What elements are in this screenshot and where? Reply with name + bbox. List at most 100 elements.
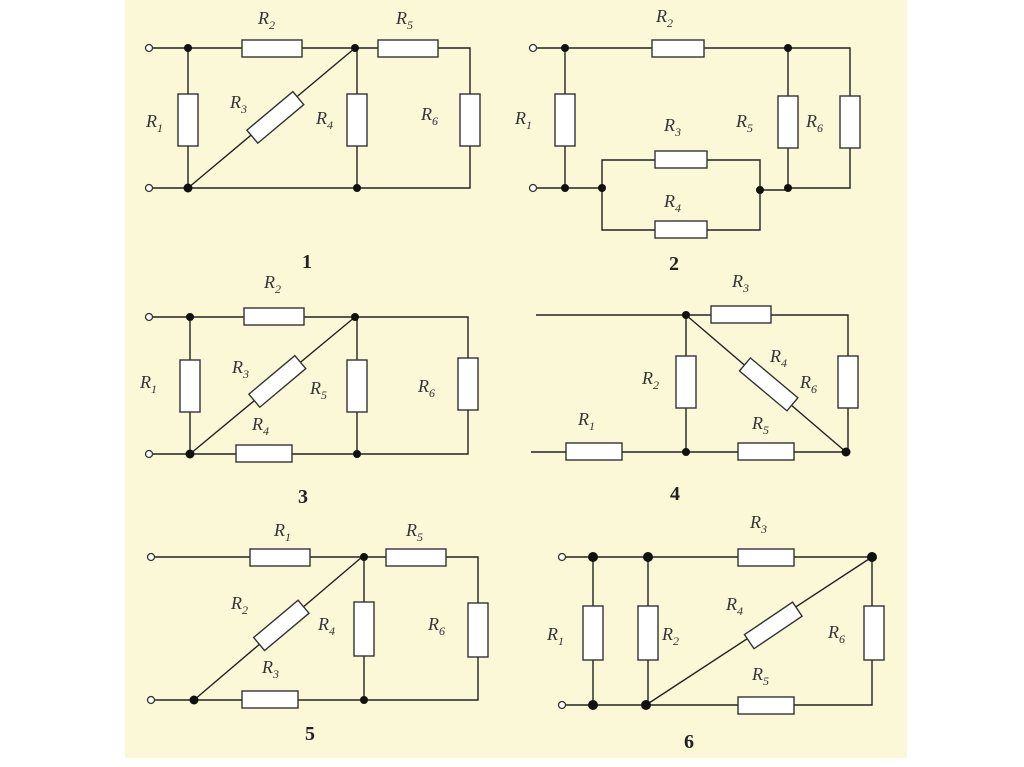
junction-node (186, 313, 194, 321)
resistor-r3 (247, 354, 307, 409)
label-r3: R3 (749, 512, 767, 536)
label-r5: R5 (751, 413, 769, 437)
circuit-4: R3 R4 R2 R6 R1 R5 4 (531, 271, 859, 505)
junction-node (353, 450, 361, 458)
resistor-r3 (245, 90, 305, 145)
resistor-r5 (385, 548, 447, 567)
label-r4: R4 (251, 414, 269, 438)
resistor-r6 (863, 605, 885, 661)
terminal (557, 552, 567, 562)
junction-node (784, 44, 792, 52)
junction-node (351, 313, 359, 321)
label-r3: R3 (231, 357, 249, 381)
circuit-6: R3 R4 R1 R2 R6 R5 6 (546, 512, 885, 753)
label-r1: R1 (139, 372, 157, 396)
resistor-r6 (837, 355, 859, 409)
resistor-r5 (346, 359, 368, 413)
label-r2: R2 (230, 593, 248, 617)
junction-node (561, 44, 569, 52)
resistor-r4 (743, 601, 804, 650)
resistor-r1 (177, 93, 199, 147)
junction-node (185, 449, 195, 459)
label-r5: R5 (405, 520, 423, 544)
label-r6: R6 (417, 376, 435, 400)
resistor-r3 (241, 690, 299, 709)
resistor-r5 (777, 95, 799, 149)
resistor-r2 (243, 307, 305, 326)
circuit-number: 3 (298, 486, 308, 508)
label-r1: R1 (577, 409, 595, 433)
resistor-r6 (457, 357, 479, 411)
junction-node (867, 552, 877, 562)
terminal (146, 695, 156, 705)
label-r6: R6 (805, 111, 823, 135)
resistor-r2 (241, 39, 303, 58)
label-r2: R2 (257, 8, 275, 32)
junction-node (360, 553, 368, 561)
resistor-r6 (459, 93, 481, 147)
label-r2: R2 (655, 6, 673, 30)
circuit-number: 5 (305, 723, 315, 745)
junction-node (598, 184, 606, 192)
label-r4: R4 (725, 594, 743, 618)
label-r1: R1 (546, 624, 564, 648)
resistor-r2 (252, 599, 310, 652)
resistor-r4 (235, 444, 293, 463)
junction-node (841, 447, 851, 457)
label-r5: R5 (735, 111, 753, 135)
circuit-number: 1 (302, 251, 312, 273)
label-r6: R6 (827, 622, 845, 646)
resistor-r6 (839, 95, 861, 149)
label-r3: R3 (261, 657, 279, 681)
resistor-r2 (675, 355, 697, 409)
resistor-r6 (467, 602, 489, 658)
terminal (557, 700, 567, 710)
label-r6: R6 (799, 372, 817, 396)
terminal (144, 312, 154, 322)
label-r3: R3 (663, 115, 681, 139)
label-r1: R1 (145, 111, 163, 135)
junction-node (351, 44, 359, 52)
junction-node (588, 552, 598, 562)
circuit-2: R2 R1 R3 R5 R6 R4 2 (514, 6, 861, 275)
resistor-r4 (654, 220, 708, 239)
label-r3: R3 (731, 271, 749, 295)
label-r3: R3 (229, 92, 247, 116)
junction-node (184, 44, 192, 52)
junction-node (682, 311, 690, 319)
terminal (528, 43, 538, 53)
circuit-number: 2 (669, 253, 679, 275)
label-r4: R4 (317, 614, 335, 638)
circuit-1: R2 R5 R1 R3 R4 R6 1 (144, 8, 481, 273)
resistor-r1 (554, 93, 576, 147)
resistor-r2 (637, 605, 659, 661)
terminal (144, 43, 154, 53)
resistor-r1 (565, 442, 623, 461)
resistor-r5 (737, 442, 795, 461)
label-r4: R4 (663, 191, 681, 215)
terminal (144, 183, 154, 193)
resistor-r1 (582, 605, 604, 661)
label-r5: R5 (751, 664, 769, 688)
junction-node (353, 184, 361, 192)
label-r5: R5 (395, 8, 413, 32)
label-r4: R4 (769, 346, 787, 370)
junction-node (682, 448, 690, 456)
circuit-5: R1 R5 R2 R4 R6 R3 5 (146, 520, 489, 745)
resistor-r1 (179, 359, 201, 413)
junction-node (643, 552, 653, 562)
circuit-3: R2 R1 R3 R5 R6 R4 3 (139, 272, 479, 508)
resistor-r4 (738, 356, 799, 412)
resistor-r3 (710, 305, 772, 324)
resistor-r4 (353, 601, 375, 657)
resistor-r5 (377, 39, 439, 58)
terminal (146, 552, 156, 562)
label-r2: R2 (641, 368, 659, 392)
junction-node (189, 695, 199, 705)
label-r1: R1 (273, 520, 291, 544)
junction-node (641, 700, 651, 710)
resistor-r2 (651, 39, 705, 58)
terminal (528, 183, 538, 193)
junction-node (360, 696, 368, 704)
